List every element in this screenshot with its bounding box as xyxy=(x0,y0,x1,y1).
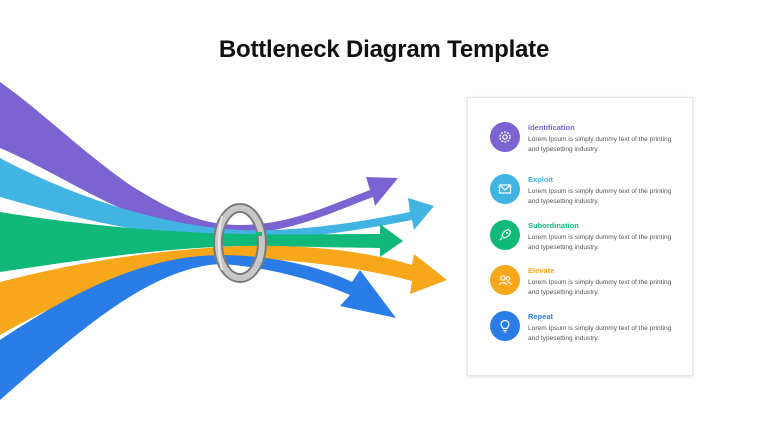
step-title: Identification xyxy=(528,123,575,132)
step-title: Exploit xyxy=(528,175,554,184)
step-description: Lorem Ipsum is simply dummy text of the … xyxy=(528,325,672,342)
step-description: Lorem Ipsum is simply dummy text of the … xyxy=(528,136,672,153)
step-title: Subordination xyxy=(528,221,579,230)
flow-arrow-orange xyxy=(0,245,447,335)
flow-arrow-cyan xyxy=(0,158,434,240)
envelope-icon xyxy=(490,174,520,204)
bottleneck-ring xyxy=(213,203,267,283)
users-icon xyxy=(490,265,520,295)
lightbulb-icon xyxy=(490,311,520,341)
flow-arrow-blue xyxy=(0,255,396,400)
rocket-icon xyxy=(490,220,520,250)
step-description: Lorem Ipsum is simply dummy text of the … xyxy=(528,234,672,251)
page-title: Bottleneck Diagram Template xyxy=(218,36,550,63)
step-title: Repeat xyxy=(528,312,554,321)
flow-arrow-green xyxy=(0,212,403,272)
bottleneck-diagram xyxy=(0,82,447,400)
flow-arrow-purple xyxy=(0,82,398,233)
step-description: Lorem Ipsum is simply dummy text of the … xyxy=(528,279,672,296)
gear-icon xyxy=(490,122,520,152)
step-description: Lorem Ipsum is simply dummy text of the … xyxy=(528,188,672,205)
step-title: Elevate xyxy=(528,266,555,275)
